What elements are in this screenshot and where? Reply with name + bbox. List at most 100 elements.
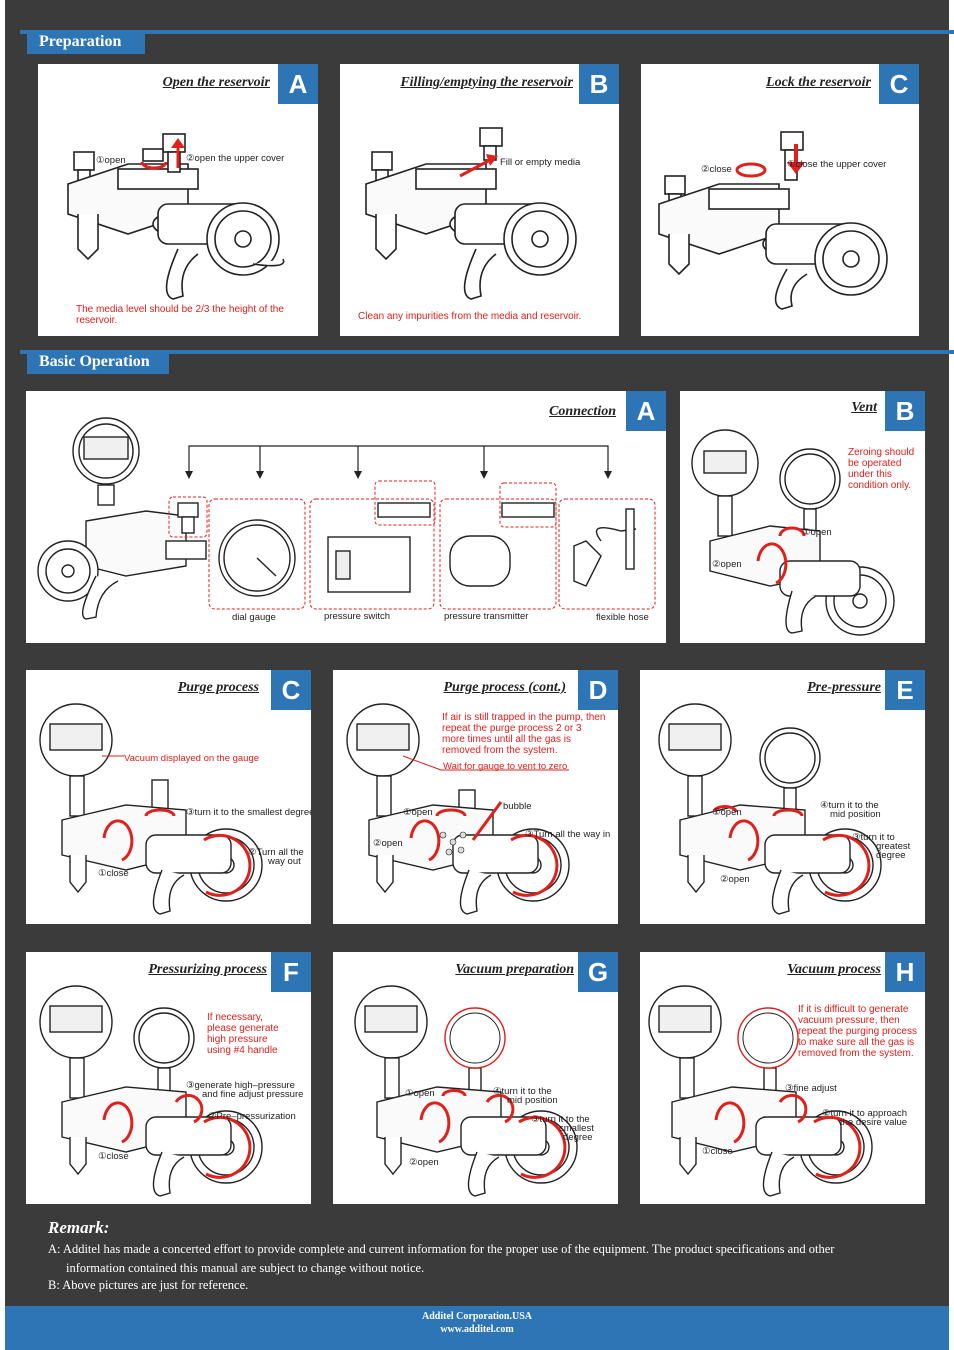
footer-website[interactable]: www.additel.com <box>440 1324 514 1335</box>
footer-company: Additel Corporation.USA <box>421 1311 532 1322</box>
purge-cont-illustration <box>346 703 570 915</box>
panel-letter: A <box>626 391 666 431</box>
vent-illustration <box>691 429 895 636</box>
panel-title: Purge process (cont.) <box>443 680 567 695</box>
panel-title: Lock the reservoir <box>766 75 871 90</box>
label-step-1: ①open <box>403 807 433 818</box>
panel-title: Open the reservoir <box>162 75 270 90</box>
panel-title: Purge process <box>177 680 259 695</box>
panel-letter: C <box>271 670 311 710</box>
basic-operation-rule <box>20 350 954 354</box>
panel-letter: C <box>879 64 919 104</box>
label-open-2: ②open <box>712 559 742 570</box>
remark-title: Remark: <box>48 1218 110 1237</box>
label-pressure-transmitter: pressure transmitter <box>444 611 529 622</box>
panel-title: Connection <box>549 404 616 419</box>
label-step-3b: and fine adjust pressure <box>202 1089 304 1100</box>
panel-letter: B <box>579 64 619 104</box>
remark-a-line2: information contained this manual are su… <box>66 1261 425 1275</box>
basic-panel-a-connection: Connection A <box>26 391 666 643</box>
prep-panel-a: Open the reservoir A ①open ②open the upp… <box>38 64 318 336</box>
label-step-1: ①close <box>98 1151 129 1162</box>
label-step-4a: ④turn it to the <box>493 1086 552 1097</box>
label-step-4b: mid position <box>830 809 881 820</box>
note-air-trapped: If air is still trapped in the pump, the… <box>442 712 606 756</box>
label-open-1: ①open <box>802 527 832 538</box>
pump-illustration <box>365 127 577 300</box>
panel-title: Pressurizing process <box>148 962 267 977</box>
label-step-2: ②open <box>373 838 403 849</box>
label-step-1: ①open <box>405 1088 435 1099</box>
label-open: ①open <box>96 155 126 166</box>
pre-pressure-illustration <box>658 703 882 915</box>
label-close: ②close <box>701 164 732 175</box>
preparation-rule <box>20 30 954 34</box>
label-step-2b: the desire value <box>840 1117 908 1128</box>
note-clean: Clean any impurities from the media and … <box>358 311 582 322</box>
panel-letter: F <box>271 952 311 992</box>
prep-panel-b: Filling/emptying the reservoir B Fill or… <box>340 64 619 336</box>
panel-letter: G <box>578 952 618 992</box>
panel-letter: D <box>578 670 618 710</box>
label-vacuum-displayed: Vacuum displayed on the gauge <box>124 753 260 764</box>
label-step-3a: ③turn it to the <box>531 1114 590 1125</box>
label-step-2: ②Pre–pressurization <box>208 1111 296 1122</box>
remark-a: A: Additel has made a concerted effort t… <box>48 1240 908 1278</box>
label-step-3b: greatest <box>876 841 911 852</box>
label-step-3b: smallest <box>559 1123 594 1134</box>
basic-panel-e-pre-pressure: Pre-pressure E ①open ④turn it to the mid… <box>640 670 925 924</box>
label-step-2a: ②Turn all the <box>248 847 304 858</box>
purge-illustration <box>39 703 263 915</box>
basic-panel-d-purge-cont: Purge process (cont.) D If air is still … <box>333 670 618 924</box>
panel-letter: A <box>278 64 318 104</box>
vacuum-process-illustration <box>648 985 873 1197</box>
basic-panel-h-vacuum-process: Vacuum process H If it is difficult to g… <box>640 952 925 1204</box>
connection-illustration <box>37 417 656 620</box>
label-open-cover: ②open the upper cover <box>186 153 285 164</box>
label-close-cover: ①close the upper cover <box>787 159 887 170</box>
label-step-2a: ②turn it to approach <box>822 1108 908 1119</box>
panel-letter: H <box>885 952 925 992</box>
remark-a-line1: A: Additel has made a concerted effort t… <box>48 1242 835 1256</box>
basic-operation-header: Basic Operation <box>27 350 169 374</box>
label-step-3: ③Turn all the way in <box>525 829 611 840</box>
panel-title: Vent <box>851 400 877 415</box>
basic-panel-c-purge: Purge process C Vacuum displayed on the … <box>26 670 311 924</box>
label-step-2b: way out <box>268 856 301 867</box>
label-step-1: ①open <box>712 807 742 818</box>
pressurizing-illustration <box>39 985 263 1197</box>
label-step-4a: ④turn it to the <box>820 800 879 811</box>
footer: Additel Corporation.USA www.additel.com <box>5 1306 949 1350</box>
note-zeroing: Zeroing should be operated under this co… <box>848 447 915 491</box>
panel-letter: B <box>885 391 925 431</box>
panel-title: Vacuum process <box>787 962 881 977</box>
label-bubble: bubble <box>503 801 532 812</box>
label-step-2: ②open <box>409 1157 439 1168</box>
label-wait-vent: Wait for gauge to vent to zero <box>443 761 568 772</box>
note-difficult-vacuum: If it is difficult to generate vacuum pr… <box>798 1004 917 1059</box>
preparation-header: Preparation <box>27 30 145 54</box>
note-high-pressure: If necessary, please generate high press… <box>207 1012 279 1056</box>
label-step-3: ③turn it to the smallest degree <box>186 807 311 818</box>
label-step-2: ②open <box>720 874 750 885</box>
label-step-3c: degree <box>876 850 906 861</box>
label-step-3a: ③turn it to <box>852 832 895 843</box>
basic-panel-b-vent: Vent B Zeroing should be operated under … <box>680 391 925 643</box>
prep-panel-c: Lock the reservoir C ②close ①close the u… <box>641 64 919 336</box>
label-step-4b: mid position <box>507 1095 558 1106</box>
panel-title: Filling/emptying the reservoir <box>400 75 573 90</box>
label-step-3c: degree <box>563 1132 593 1143</box>
label-step-3a: ③generate high–pressure <box>186 1080 295 1091</box>
vacuum-prep-illustration <box>354 985 578 1197</box>
label-step-3: ③fine adjust <box>785 1083 837 1094</box>
remark-b: B: Above pictures are just for reference… <box>48 1278 249 1292</box>
panel-title: Pre-pressure <box>807 680 881 695</box>
label-step-1: ①close <box>98 868 129 879</box>
note-media-level: The media level should be 2/3 the height… <box>76 304 284 326</box>
label-pressure-switch: pressure switch <box>324 611 390 622</box>
basic-panel-f-pressurizing: Pressurizing process F If necessary, ple… <box>26 952 311 1204</box>
label-fill-empty: Fill or empty media <box>500 157 581 168</box>
pump-illustration <box>67 133 285 300</box>
pump-illustration <box>658 131 888 310</box>
label-flexible-hose: flexible hose <box>596 612 649 623</box>
